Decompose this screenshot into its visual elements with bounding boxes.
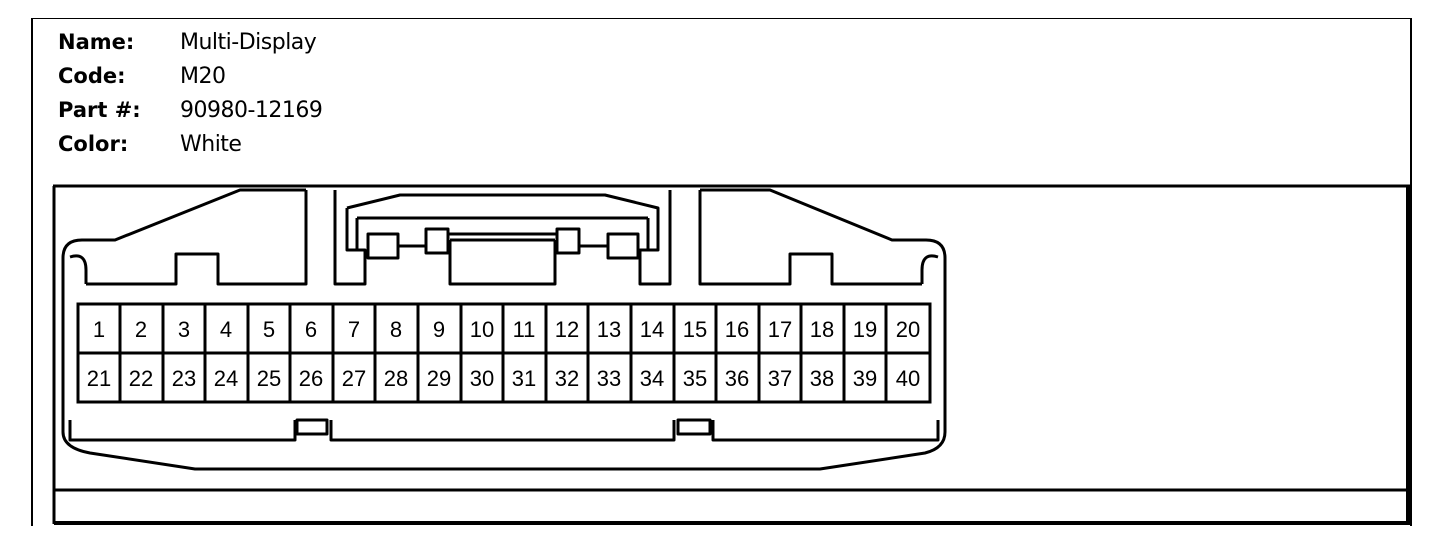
pin-3: 3 [178, 317, 190, 342]
info-row-name: Name: Multi-Display [58, 25, 658, 59]
pin-34: 34 [640, 366, 664, 391]
pin-22: 22 [129, 366, 153, 391]
pin-37: 37 [768, 366, 792, 391]
pin-26: 26 [299, 366, 323, 391]
pin-36: 36 [725, 366, 749, 391]
pin-18: 18 [810, 317, 834, 342]
color-value: White [180, 131, 242, 157]
pin-4: 4 [220, 317, 232, 342]
part-value: 90980-12169 [180, 97, 323, 123]
pin-9: 9 [433, 317, 445, 342]
pin-8: 8 [390, 317, 402, 342]
diagram-area-box [52, 184, 1410, 525]
pin-39: 39 [853, 366, 877, 391]
pin-28: 28 [384, 366, 408, 391]
pin-6: 6 [305, 317, 317, 342]
pin-12: 12 [555, 317, 579, 342]
connector-info-panel: Name: Multi-Display Code: M20 Part #: 90… [58, 25, 658, 161]
name-label: Name: [58, 30, 135, 54]
pin-35: 35 [683, 366, 707, 391]
pin-30: 30 [470, 366, 494, 391]
pin-5: 5 [263, 317, 275, 342]
pin-15: 15 [683, 317, 707, 342]
diagram-frame [31, 18, 1412, 526]
pin-1: 1 [93, 317, 105, 342]
name-value: Multi-Display [180, 29, 317, 55]
code-value: M20 [180, 63, 226, 89]
pin-31: 31 [512, 366, 536, 391]
pin-7: 7 [348, 317, 360, 342]
pin-10: 10 [470, 317, 494, 342]
pin-20: 20 [896, 317, 920, 342]
info-row-code: Code: M20 [58, 59, 658, 93]
info-row-color: Color: White [58, 127, 658, 161]
pin-25: 25 [257, 366, 281, 391]
pin-11: 11 [513, 317, 536, 342]
pin-29: 29 [427, 366, 451, 391]
info-row-part: Part #: 90980-12169 [58, 93, 658, 127]
pin-40: 40 [896, 366, 920, 391]
pin-13: 13 [597, 317, 621, 342]
pin-24: 24 [214, 366, 238, 391]
pin-labels: 1 2 3 4 5 6 7 8 9 10 11 12 13 14 15 16 1… [87, 317, 920, 391]
connector-housing [61, 188, 947, 471]
pin-32: 32 [555, 366, 579, 391]
pin-27: 27 [342, 366, 366, 391]
pin-17: 17 [768, 317, 792, 342]
pin-2: 2 [135, 317, 147, 342]
part-label: Part #: [58, 98, 141, 122]
color-label: Color: [58, 132, 129, 156]
pin-16: 16 [725, 317, 749, 342]
pin-14: 14 [640, 317, 664, 342]
code-label: Code: [58, 64, 126, 88]
pin-23: 23 [172, 366, 196, 391]
pin-grid [76, 302, 932, 404]
pin-33: 33 [597, 366, 621, 391]
pin-19: 19 [853, 317, 877, 342]
pin-21: 21 [87, 366, 111, 391]
pin-38: 38 [810, 366, 834, 391]
